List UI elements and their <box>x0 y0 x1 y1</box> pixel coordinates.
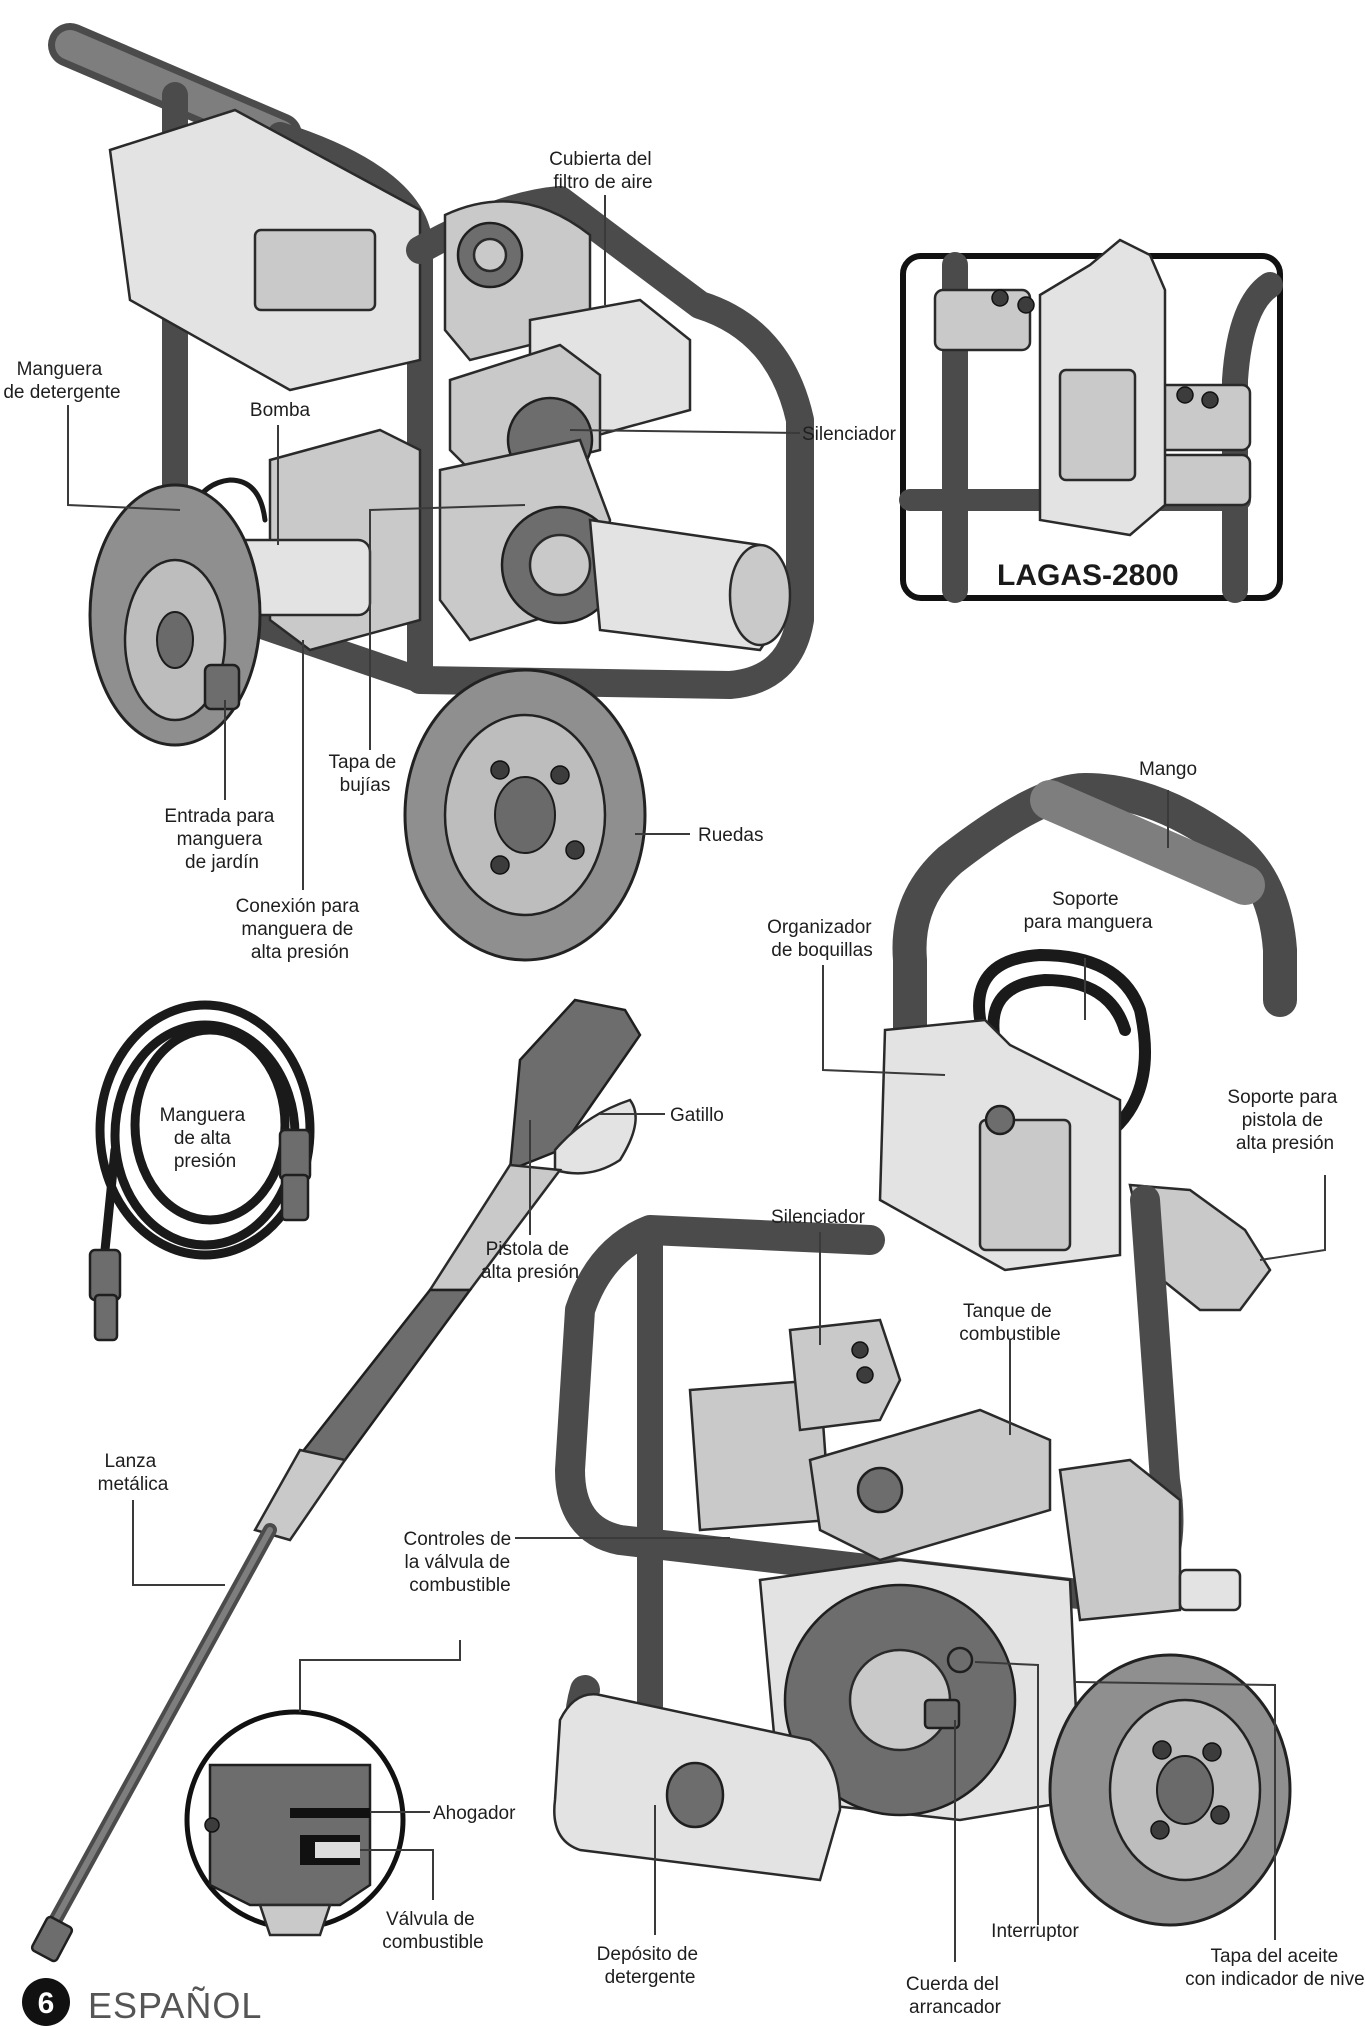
leader-lines <box>67 195 1326 1962</box>
label-hp-gun: Pistola de alta presión <box>481 1239 579 1283</box>
leader-fuel-inset <box>299 1640 461 1712</box>
label-fuel-tank: Tanque de combustible <box>959 1301 1060 1345</box>
label-pump: Bomba <box>250 400 311 421</box>
page-number: 6 <box>38 1987 55 2020</box>
leader-gun-holder <box>1259 1175 1326 1261</box>
page-number-badge <box>22 1978 70 2026</box>
label-choke: Ahogador <box>433 1803 516 1824</box>
top-washer-illustration <box>48 23 814 962</box>
leader-oil-cap <box>1074 1681 1276 1940</box>
label-garden-hose-inlet: Entrada para manguera de jardín <box>164 806 279 873</box>
leader-switch <box>974 1661 1039 1925</box>
label-switch: Interruptor <box>991 1921 1079 1942</box>
leader-nozzle-organizer <box>822 965 946 1076</box>
label-spark-plug-cap: Tapa de bujías <box>329 752 402 796</box>
label-metal-lance: Lanza metálica <box>98 1451 169 1495</box>
label-hose-holder: Soporte para manguera <box>1024 889 1153 933</box>
label-gun-holder: Soporte para pistola de alta presión <box>1227 1087 1342 1154</box>
page-footer: 6 ESPAÑOL <box>22 1978 262 2026</box>
label-muffler-top: Silenciador <box>802 424 897 445</box>
label-wheels: Ruedas <box>698 825 764 846</box>
label-fuel-valve: Válvula de combustible <box>382 1909 483 1953</box>
label-nozzle-organizer: Organizador de boquillas <box>767 917 877 961</box>
label-air-filter-cover: Cubierta del filtro de aire <box>549 149 657 193</box>
label-starter-cord: Cuerda del arrancador <box>906 1974 1004 2018</box>
label-detergent-tank: Depósito de detergente <box>597 1944 704 1988</box>
leader-spark-plug-cap <box>369 504 526 750</box>
leader-muffler-top <box>569 429 801 434</box>
label-hp-hose: Manguera de alta presión <box>160 1105 251 1172</box>
label-oil-cap: Tapa del aceite con indicador de nivel <box>1185 1946 1365 1990</box>
leader-detergent-hose <box>67 405 181 511</box>
high-pressure-hose-illustration <box>88 1000 315 1342</box>
label-detergent-hose: Manguera de detergente <box>3 359 120 403</box>
leader-metal-lance <box>132 1500 225 1586</box>
fuel-valve-inset <box>184 1709 406 1937</box>
inset-model-title: LAGAS-2800 <box>997 559 1179 592</box>
model-inset-lagas-2800: LAGAS-2800 <box>899 238 1283 603</box>
page-language: ESPAÑOL <box>88 1985 262 2026</box>
label-fuel-valve-controls: Controles de la válvula de combustible <box>403 1529 516 1596</box>
label-muffler-bottom: Silenciador <box>771 1207 866 1228</box>
part-labels: Cubierta del filtro de aire Manguera de … <box>3 149 1365 2018</box>
label-trigger: Gatillo <box>670 1105 724 1126</box>
label-hp-hose-connection: Conexión para manguera de alta presión <box>236 896 365 963</box>
bottom-washer-illustration <box>553 773 1297 1927</box>
leader-fuel-valve <box>360 1849 434 1900</box>
spray-gun-illustration <box>30 998 642 1963</box>
label-handle: Mango <box>1139 759 1197 780</box>
